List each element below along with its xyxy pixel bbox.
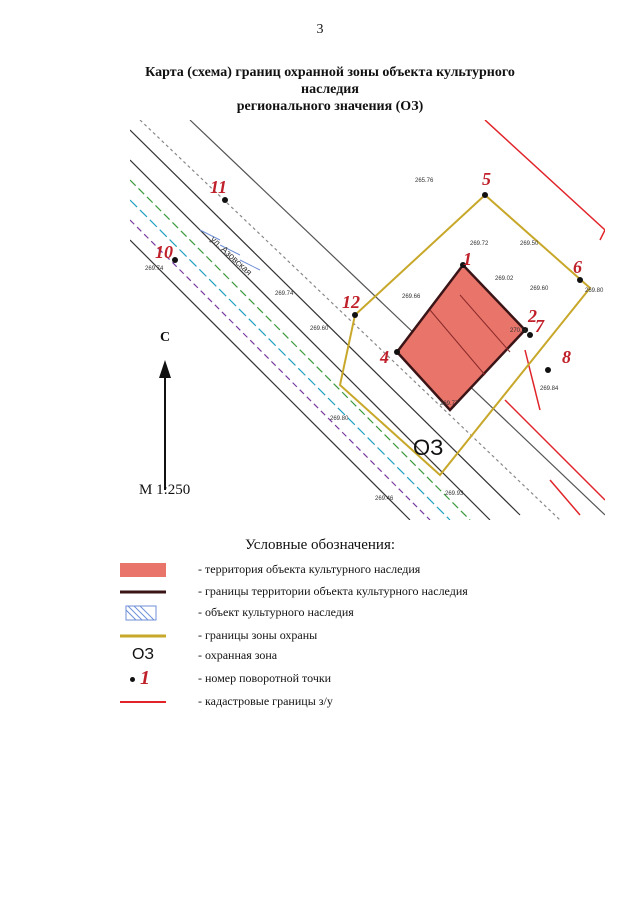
label-point-5: 5 <box>482 169 491 189</box>
svg-text:269.93: 269.93 <box>445 491 464 497</box>
heritage-inner-lines <box>429 294 511 376</box>
svg-text:269.66: 269.66 <box>402 294 421 300</box>
street-label: ул. Азовская <box>209 234 255 277</box>
site-plan-map: 1 2 4 5 6 7 8 10 11 12 ОЗ ул. Азовская 2… <box>130 120 605 520</box>
title-line-2: регионального значения (ОЗ) <box>236 99 424 114</box>
turning-point-5 <box>482 192 488 198</box>
turning-point-12 <box>352 312 358 318</box>
svg-text:269.84: 269.84 <box>540 386 559 392</box>
svg-text:269.80: 269.80 <box>330 416 349 422</box>
svg-text:269.02: 269.02 <box>495 276 514 282</box>
north-label: С <box>160 330 171 345</box>
legend-item-territory: - территория объекта культурного наследи… <box>118 560 578 580</box>
svg-text:270.50: 270.50 <box>510 328 529 334</box>
legend-item-territory-boundary: - границы территории объекта культурного… <box>118 582 578 602</box>
label-point-4: 4 <box>379 347 389 367</box>
protection-zone-boundary <box>338 193 592 477</box>
scale-label: М 1:250 <box>139 482 191 498</box>
legend-title: Условные обозначения: <box>244 537 396 553</box>
legend-item-zone-boundary: - границы зоны охраны <box>118 626 578 646</box>
heritage-territory <box>395 263 527 412</box>
label-point-8: 8 <box>562 347 571 367</box>
label-point-1: 1 <box>463 249 472 269</box>
svg-text:265.76: 265.76 <box>415 178 434 184</box>
label-point-10: 10 <box>155 242 173 262</box>
legend-zone-symbol: ОЗ <box>131 646 155 663</box>
legend-item-cadastral: - кадастровые границы з/у <box>118 692 578 712</box>
svg-text:269.72: 269.72 <box>470 241 489 247</box>
svg-text:269.74: 269.74 <box>145 266 164 272</box>
svg-text:269.60: 269.60 <box>310 326 329 332</box>
zone-label: ОЗ <box>413 435 443 460</box>
label-point-6: 6 <box>573 257 582 277</box>
label-point-7: 7 <box>535 316 545 336</box>
svg-text:269.60: 269.60 <box>530 286 549 292</box>
legend-fill-swatch <box>120 563 166 577</box>
heritage-object-hatch <box>199 229 261 271</box>
turning-point-11 <box>222 197 228 203</box>
road-lines <box>130 120 605 520</box>
legend-hatch-swatch <box>125 605 157 621</box>
svg-text:269.77: 269.77 <box>440 401 459 407</box>
point-labels: 1 2 4 5 6 7 8 10 11 12 <box>155 169 582 367</box>
legend-dark-line <box>120 590 166 594</box>
legend-item-heritage-object: - объект культурного наследия <box>118 603 578 623</box>
page-number: 3 <box>316 22 324 37</box>
turning-point-7 <box>527 332 533 338</box>
svg-text:269.80: 269.80 <box>585 288 604 294</box>
north-arrow <box>159 360 171 490</box>
svg-text:269.46: 269.46 <box>375 496 394 502</box>
label-point-12: 12 <box>342 292 360 312</box>
turning-point-6 <box>577 277 583 283</box>
turning-point-4 <box>394 349 400 355</box>
svg-text:269.50: 269.50 <box>520 241 539 247</box>
legend-gold-line <box>120 634 166 638</box>
turning-points <box>172 192 583 373</box>
turning-point-1 <box>460 262 466 268</box>
turning-point-10 <box>172 257 178 263</box>
legend-item-protection-zone: ОЗ - охранная зона <box>118 646 578 666</box>
map-title: Карта (схема) границ охранной зоны объек… <box>120 64 540 115</box>
legend-point-symbol: 1 <box>118 667 168 689</box>
elevation-labels: 265.76 269.72 269.50 269.02 269.80 269.6… <box>145 178 604 502</box>
turning-point-2 <box>522 327 528 333</box>
turning-point-8 <box>545 367 551 373</box>
legend-red-line <box>120 701 166 703</box>
legend-item-turning-point: 1 - номер поворотной точки <box>118 667 578 689</box>
title-line-1: Карта (схема) границ охранной зоны объек… <box>145 65 515 97</box>
label-point-2: 2 <box>527 306 537 326</box>
label-point-11: 11 <box>210 177 227 197</box>
cadastral-boundaries <box>484 120 605 516</box>
svg-text:269.74: 269.74 <box>275 291 294 297</box>
